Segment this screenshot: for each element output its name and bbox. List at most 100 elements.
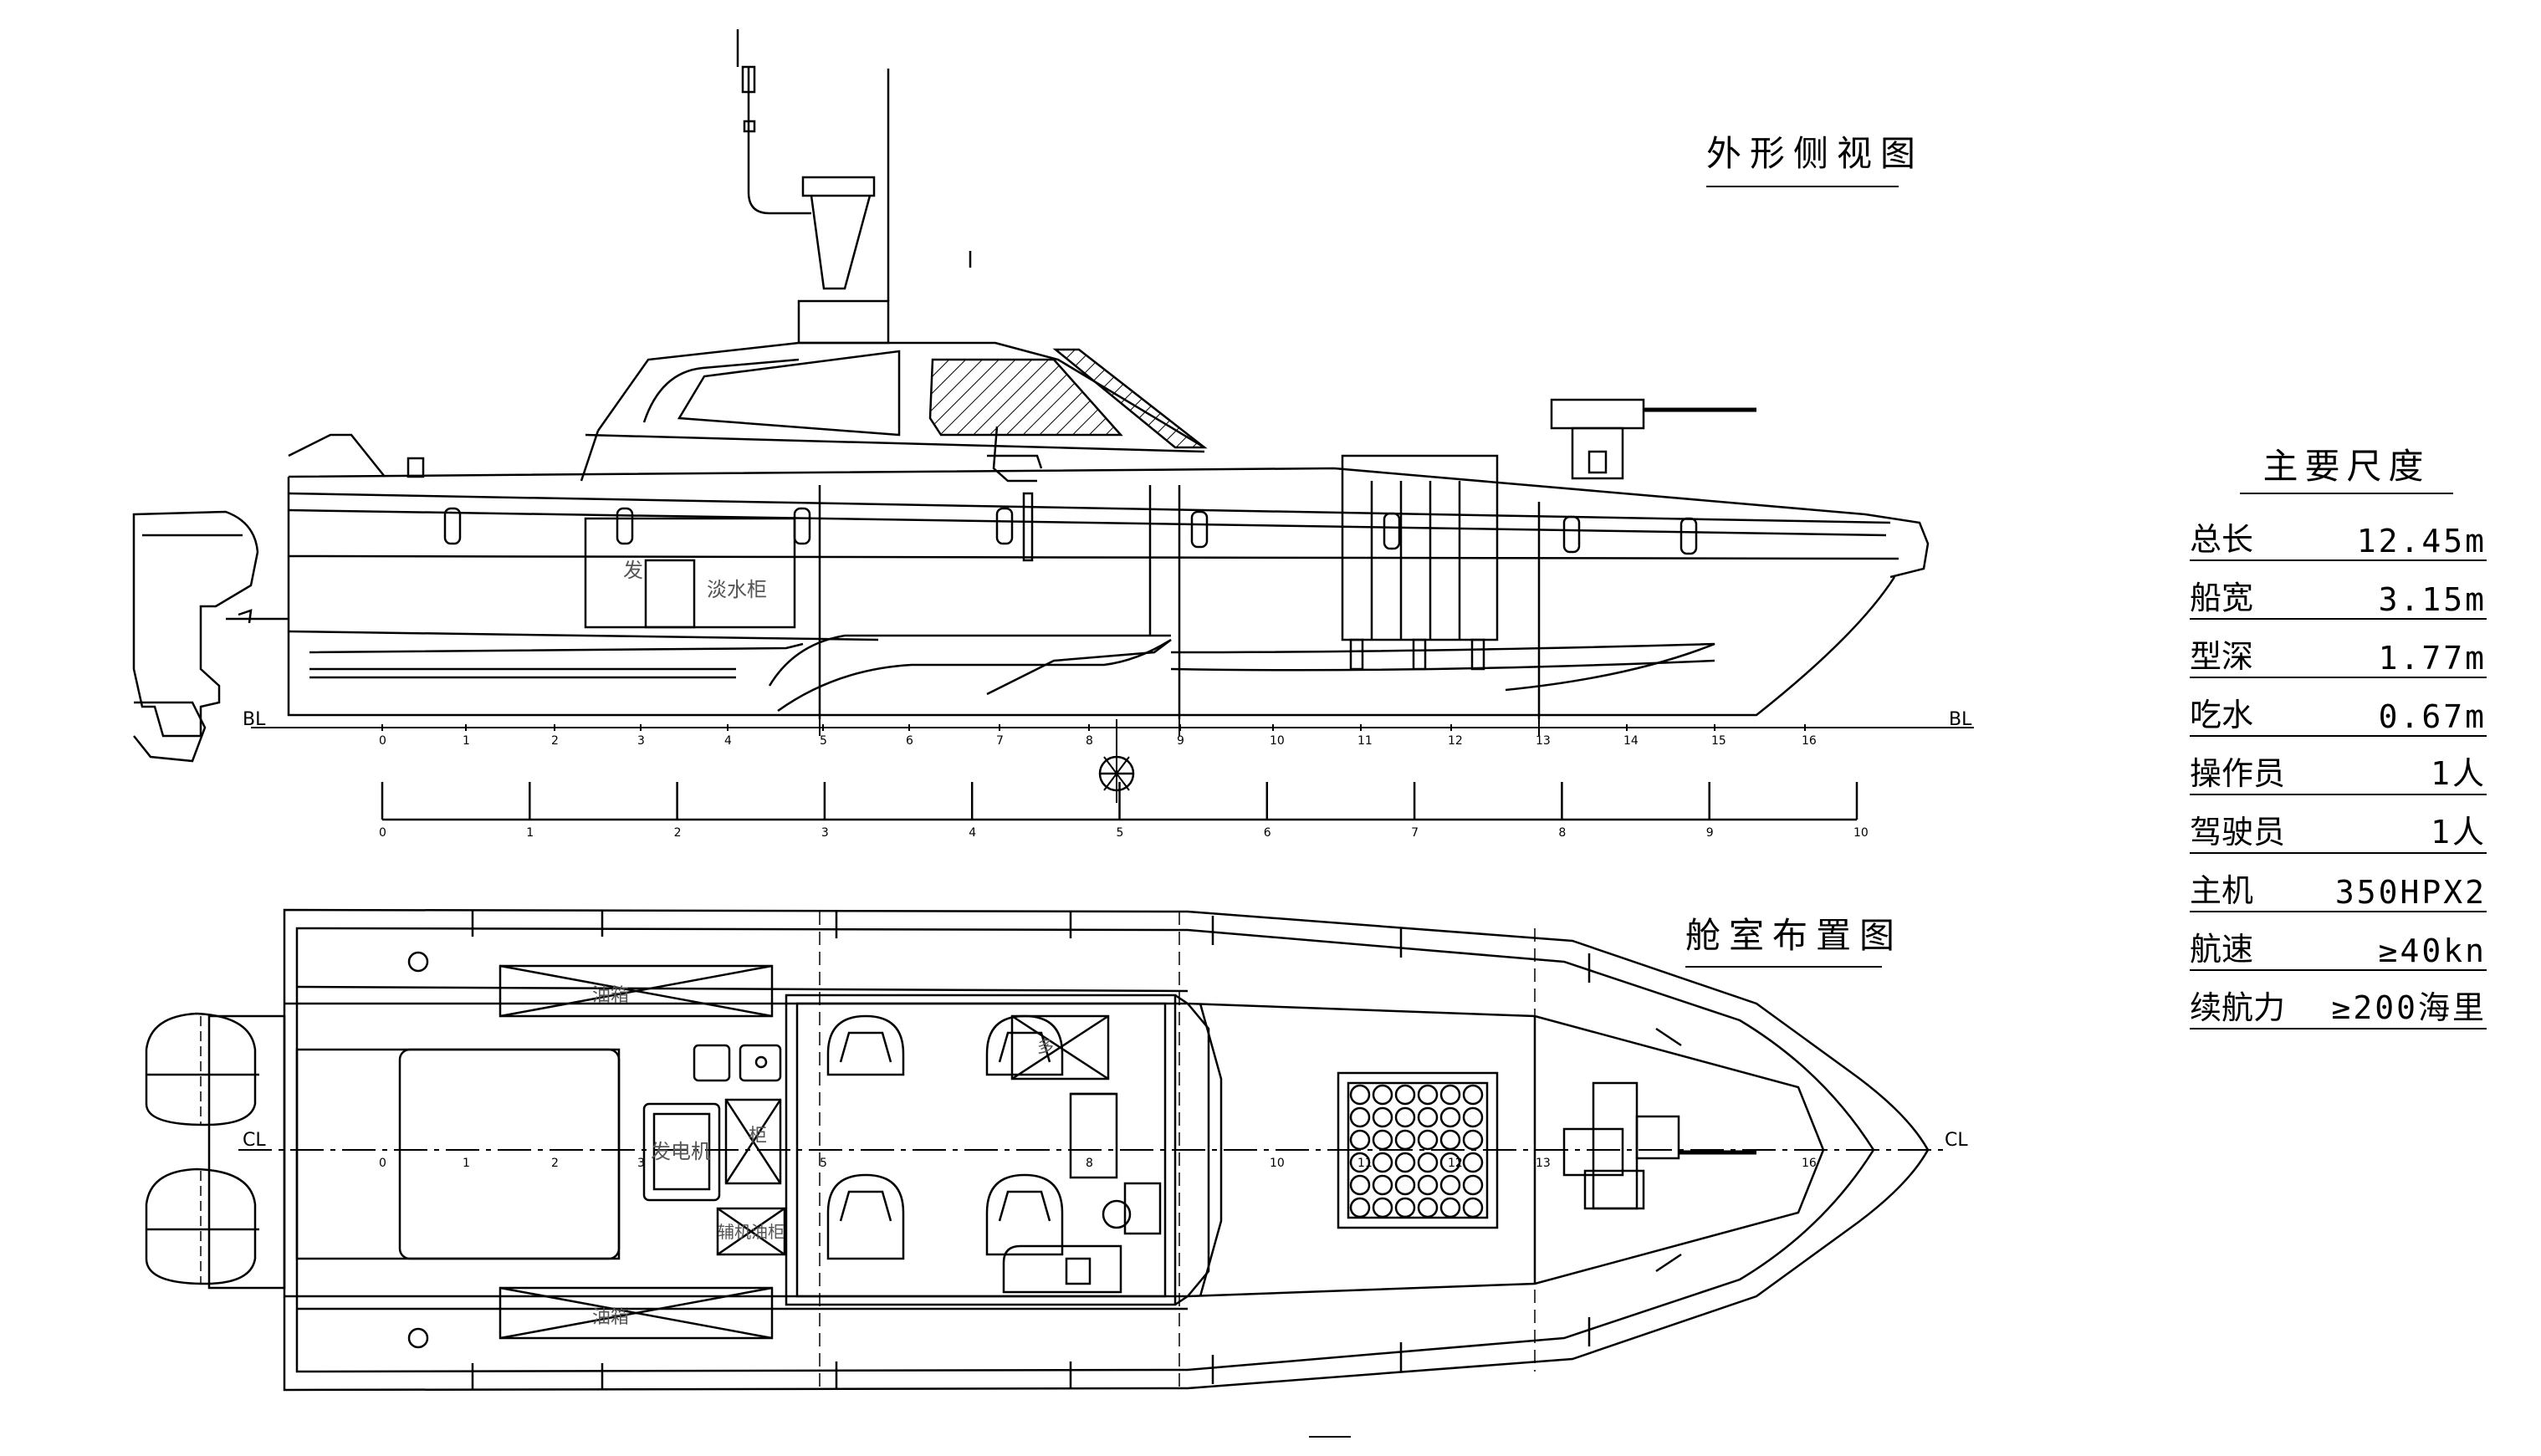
fuel-tank-bottom-label: 油箱 [592, 1307, 629, 1328]
hatch-circle [1349, 1106, 1371, 1128]
spec-label: 吃水 [2190, 697, 2254, 733]
side-station-number: 1 [463, 734, 470, 748]
spec-label: 驾驶员 [2190, 814, 2286, 851]
spec-value: 0.67m [2378, 698, 2487, 735]
spec-label: 主机 [2190, 872, 2254, 909]
side-station-number: 15 [1711, 734, 1726, 748]
side-station-number: 7 [996, 734, 1004, 748]
spec-row: 吃水 0.67m [2190, 685, 2487, 737]
hatch-circle [1349, 1152, 1371, 1173]
scale-number: 9 [1706, 826, 1714, 840]
side-station-number: 6 [906, 734, 913, 748]
hatch-circle [1372, 1106, 1393, 1128]
hatch-grid [1337, 1071, 1499, 1229]
generator-label: 发电机 [651, 1140, 711, 1163]
scale-number: 3 [821, 826, 829, 840]
plan-station-number: 5 [820, 1157, 827, 1170]
side-station-number: 9 [1177, 734, 1184, 748]
scale-number: 10 [1853, 826, 1869, 840]
hatch-circle [1439, 1084, 1461, 1106]
plan-view [145, 908, 1949, 1438]
side-station-number: 12 [1448, 734, 1463, 748]
plan-station-number: 8 [1086, 1157, 1093, 1170]
cabinet-label: 柜 [749, 1126, 767, 1147]
scale-number: 4 [969, 826, 976, 840]
side-station-number: 8 [1086, 734, 1093, 748]
plan-view-title-underline [1685, 966, 1882, 968]
hatch-circle [1439, 1129, 1461, 1151]
hatch-circle [1394, 1174, 1416, 1196]
hatch-circle [1462, 1197, 1484, 1218]
spec-row: 主机 350HPX2 [2190, 861, 2487, 912]
compartments-side [584, 426, 1541, 719]
spec-row: 续航力≥200海里 [2190, 978, 2487, 1029]
hatch-circle [1417, 1197, 1439, 1218]
hatch-circle [1462, 1152, 1484, 1173]
hull-side [287, 251, 1930, 717]
spec-value: 1人 [2431, 755, 2487, 792]
spec-label: 总长 [2190, 521, 2254, 558]
hatch-circle [1462, 1174, 1484, 1196]
scale-number: 1 [526, 826, 534, 840]
cabin-superstructure [580, 299, 1208, 482]
side-station-number: 16 [1802, 734, 1817, 748]
side-station-number: 4 [724, 734, 732, 748]
spec-heading: 主要尺度 [2240, 438, 2453, 494]
hatch-circle [1439, 1152, 1461, 1173]
side-station-number: 10 [1270, 734, 1285, 748]
hatch-circle [1394, 1197, 1416, 1218]
hatch-circle [1394, 1152, 1416, 1173]
hatch-circle [1372, 1084, 1393, 1106]
hatch-circle [1417, 1152, 1439, 1173]
plan-station-number: 3 [637, 1157, 645, 1170]
side-view-title: 外形侧视图 [1706, 133, 1925, 174]
spec-value: ≥40kn [2378, 932, 2487, 969]
hatch-circle [1439, 1174, 1461, 1196]
spec-value: 350HPX2 [2334, 874, 2487, 911]
plan-station-number: 16 [1802, 1157, 1817, 1170]
hatch-circle [1394, 1106, 1416, 1128]
hatch-circle [1349, 1174, 1371, 1196]
spec-label: 操作员 [2190, 755, 2286, 792]
generator-room [642, 1098, 786, 1256]
hatch-circle [1462, 1106, 1484, 1128]
scale-bar [381, 782, 1858, 821]
spec-value: 1.77m [2378, 640, 2487, 677]
outboard-motor-side [132, 510, 289, 763]
hatch-circle [1439, 1106, 1461, 1128]
hatch-circle [1439, 1197, 1461, 1218]
mast [736, 29, 890, 301]
spec-label: 航速 [2190, 931, 2254, 968]
baseline-label-left: BL [243, 709, 266, 730]
hatch-circle [1462, 1084, 1484, 1106]
fuel-tank-top [498, 964, 774, 1018]
plan-station-number: 2 [551, 1157, 559, 1170]
hatch-circle [1349, 1197, 1371, 1218]
hatch-circle [1372, 1152, 1393, 1173]
hatch-circle [1372, 1197, 1393, 1218]
aux-oil-tank-label: 辅机油柜 [718, 1222, 785, 1242]
hatch-circle [1417, 1084, 1439, 1106]
deck-gun-side [1550, 398, 1756, 480]
hatch-circle [1394, 1084, 1416, 1106]
centerline-label-right: CL [1945, 1130, 1968, 1151]
compartment-label-freshwater: 淡水柜 [707, 578, 767, 601]
plan-station-number: 10 [1270, 1157, 1285, 1170]
side-station-number: 2 [551, 734, 559, 748]
side-view [132, 29, 1974, 821]
outboard-motors-plan [145, 1012, 286, 1290]
baseline-label-right: BL [1949, 709, 1972, 730]
spec-row: 操作员 1人 [2190, 743, 2487, 795]
scale-number: 2 [674, 826, 682, 840]
seat-item-label: 多 [1037, 1036, 1054, 1056]
hatch-circle [1417, 1106, 1439, 1128]
fenders [471, 910, 1682, 1390]
spec-value: 1人 [2431, 814, 2487, 851]
side-station-number: 3 [637, 734, 645, 748]
side-station-number: 14 [1623, 734, 1639, 748]
side-station-number: 13 [1536, 734, 1551, 748]
plan-view-title: 舱室布置图 [1685, 915, 1904, 956]
